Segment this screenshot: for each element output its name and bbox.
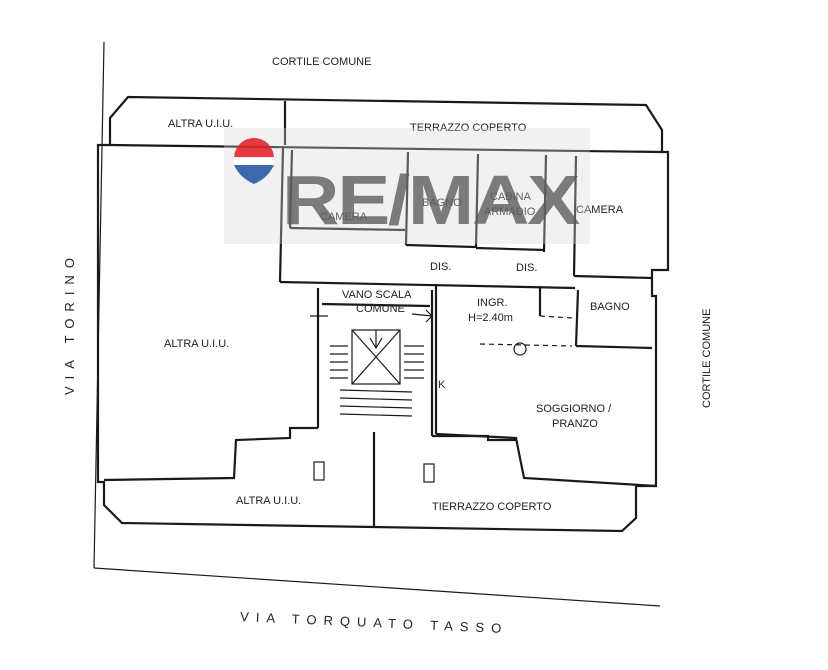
label-cortile-right: CORTILE COMUNE [701,309,713,408]
label-camera-right: CAMERA [576,204,624,216]
bagno-left-wall [404,151,410,246]
bagno-bottom-wall [405,243,476,249]
camera-inner-wall [288,149,294,229]
camera-right-left-wall [572,155,578,277]
label-ingr-2: H=2.40m [468,312,513,324]
column-circle [513,342,527,356]
stair-treads [330,345,424,417]
ingr-dashed-line [479,343,573,347]
camera-bottom-wall [289,226,406,232]
balloon-icon [234,138,274,184]
terrace-top-wall [432,434,516,442]
label-camera-left: CAMERA [320,211,368,223]
soggiorno-bottom-wall [435,432,657,488]
label-cortile-top: CORTILE COMUNE [272,56,371,68]
drain-left [313,461,325,481]
label-vano-1: VANO SCALA [342,289,412,301]
label-armadio: ARMADIO [484,206,536,218]
remax-watermark: RE/MAX [224,128,590,244]
label-dis-2: DIS. [516,262,537,274]
label-soggiorno-1: SOGGIORNO / [536,403,612,415]
cabina-right-wall [542,154,548,253]
label-altra-left: ALTRA U.I.U. [164,338,229,350]
label-via-torino: VIA TORINO [62,251,77,395]
apt-left-wall [278,147,285,283]
apt-mid-wall [279,280,576,290]
bagno-right-left-wall [574,289,580,347]
label-soggiorno-2: PRANZO [552,418,598,430]
label-ingr-1: INGR. [477,297,508,309]
bagno-right-wall [474,153,480,249]
label-k: K [438,379,446,391]
drain-right [423,463,435,483]
label-bagno-top: BAGNO [422,197,462,209]
bagno-right-bottom-wall [575,344,653,350]
label-altra-bottom: ALTRA U.I.U. [236,495,301,507]
watermark-brand: RE/MAX [282,161,581,239]
top-strip-wall [109,143,663,154]
altra-left-boundary [103,426,318,482]
camera-right-bottom-wall [573,274,653,280]
stair-core-walls [316,288,434,436]
bottom-boundary-line [93,567,661,607]
label-dis-1: DIS. [430,261,451,273]
label-altra-top: ALTRA U.I.U. [168,118,233,130]
label-vano-2: COMUNE [356,303,405,315]
label-cabina: CABINA [490,191,532,203]
label-terrazzo-top: TERRAZZO COPERTO [410,122,527,134]
label-terrazzo-bottom: TIERRAZZO COPERTO [432,501,552,513]
label-via-tasso: VIA TORQUATO TASSO [240,609,509,636]
label-bagno-right: BAGNO [590,301,630,313]
cabina-bottom-wall [475,246,546,252]
